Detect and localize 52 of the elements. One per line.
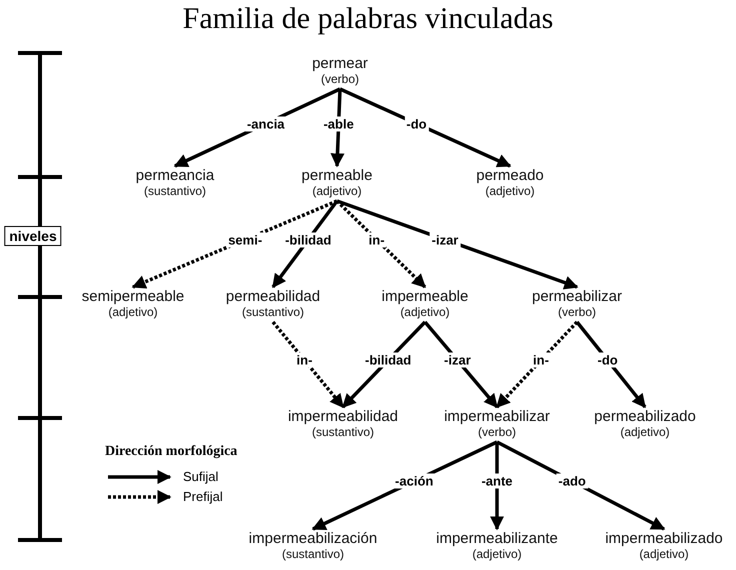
word-class-text: (sustantivo) [142,184,207,199]
edge-label: in- [366,232,387,248]
word-text: impermeabilización [248,530,378,547]
word-text: impermeabilizado [605,530,723,547]
word-text: permeado [476,167,544,184]
word-class-text: (sustantivo) [280,547,345,562]
word-text: permeabilidad [226,288,320,305]
edge-label: -able [321,116,356,132]
edge-label: -bilidad [362,352,414,368]
word-text: semipermeable [82,288,184,305]
word-class-text: (adjetivo) [484,184,536,199]
edge-label: -ación [393,474,436,489]
legend-text: Prefijal [183,489,223,504]
word-class-text: (adjetivo) [471,547,523,562]
word-text: impermeable [382,288,468,305]
edge-label: -ante [479,474,515,489]
legend-text: Sufijal [183,469,218,484]
edge-label: -do [595,352,620,368]
dotted-arrow [272,320,344,408]
legend-title: Dirección morfológica [105,444,238,460]
word-class-text: (adjetivo) [311,184,363,199]
word-class-text: (verbo) [557,305,597,320]
word-text: permeabilizado [594,408,696,425]
level-label-box: niveles [4,226,62,246]
word-text: permeabilizar [532,288,622,305]
word-text: permeable [302,167,372,184]
word-class-text: (adjetivo) [107,305,159,320]
word-text: permeancia [136,167,214,184]
edge-label: -bilidad [283,232,334,248]
edge-label: -do [404,116,429,132]
word-text: permear [312,55,368,72]
word-class-text: (verbo) [320,72,360,87]
word-class-text: (sustantivo) [310,425,376,440]
word-text: impermeabilizante [436,530,558,547]
word-class-text: (adjetivo) [638,547,690,562]
title: Familia de palabras vinculadas [182,2,554,36]
edge-label: -izar [430,232,460,248]
dotted-arrow [132,199,338,289]
dotted-arrow [336,200,426,288]
word-class-text: (adjetivo) [399,305,451,320]
edge-label: -izar [442,352,473,368]
word-class-text: (sustantivo) [240,305,305,320]
word-class-text: (verbo) [476,425,517,440]
word-text: impermeabilizar [444,408,550,425]
edge-label: -ancia [244,116,287,132]
word-text: impermeabilidad [288,408,398,425]
edge-label: semi- [226,232,264,248]
edge-label: -ado [556,474,588,489]
edge-label: in- [531,352,551,368]
dotted-arrow [496,320,578,408]
edge-label: in- [294,352,314,368]
word-class-text: (adjetivo) [619,425,671,440]
